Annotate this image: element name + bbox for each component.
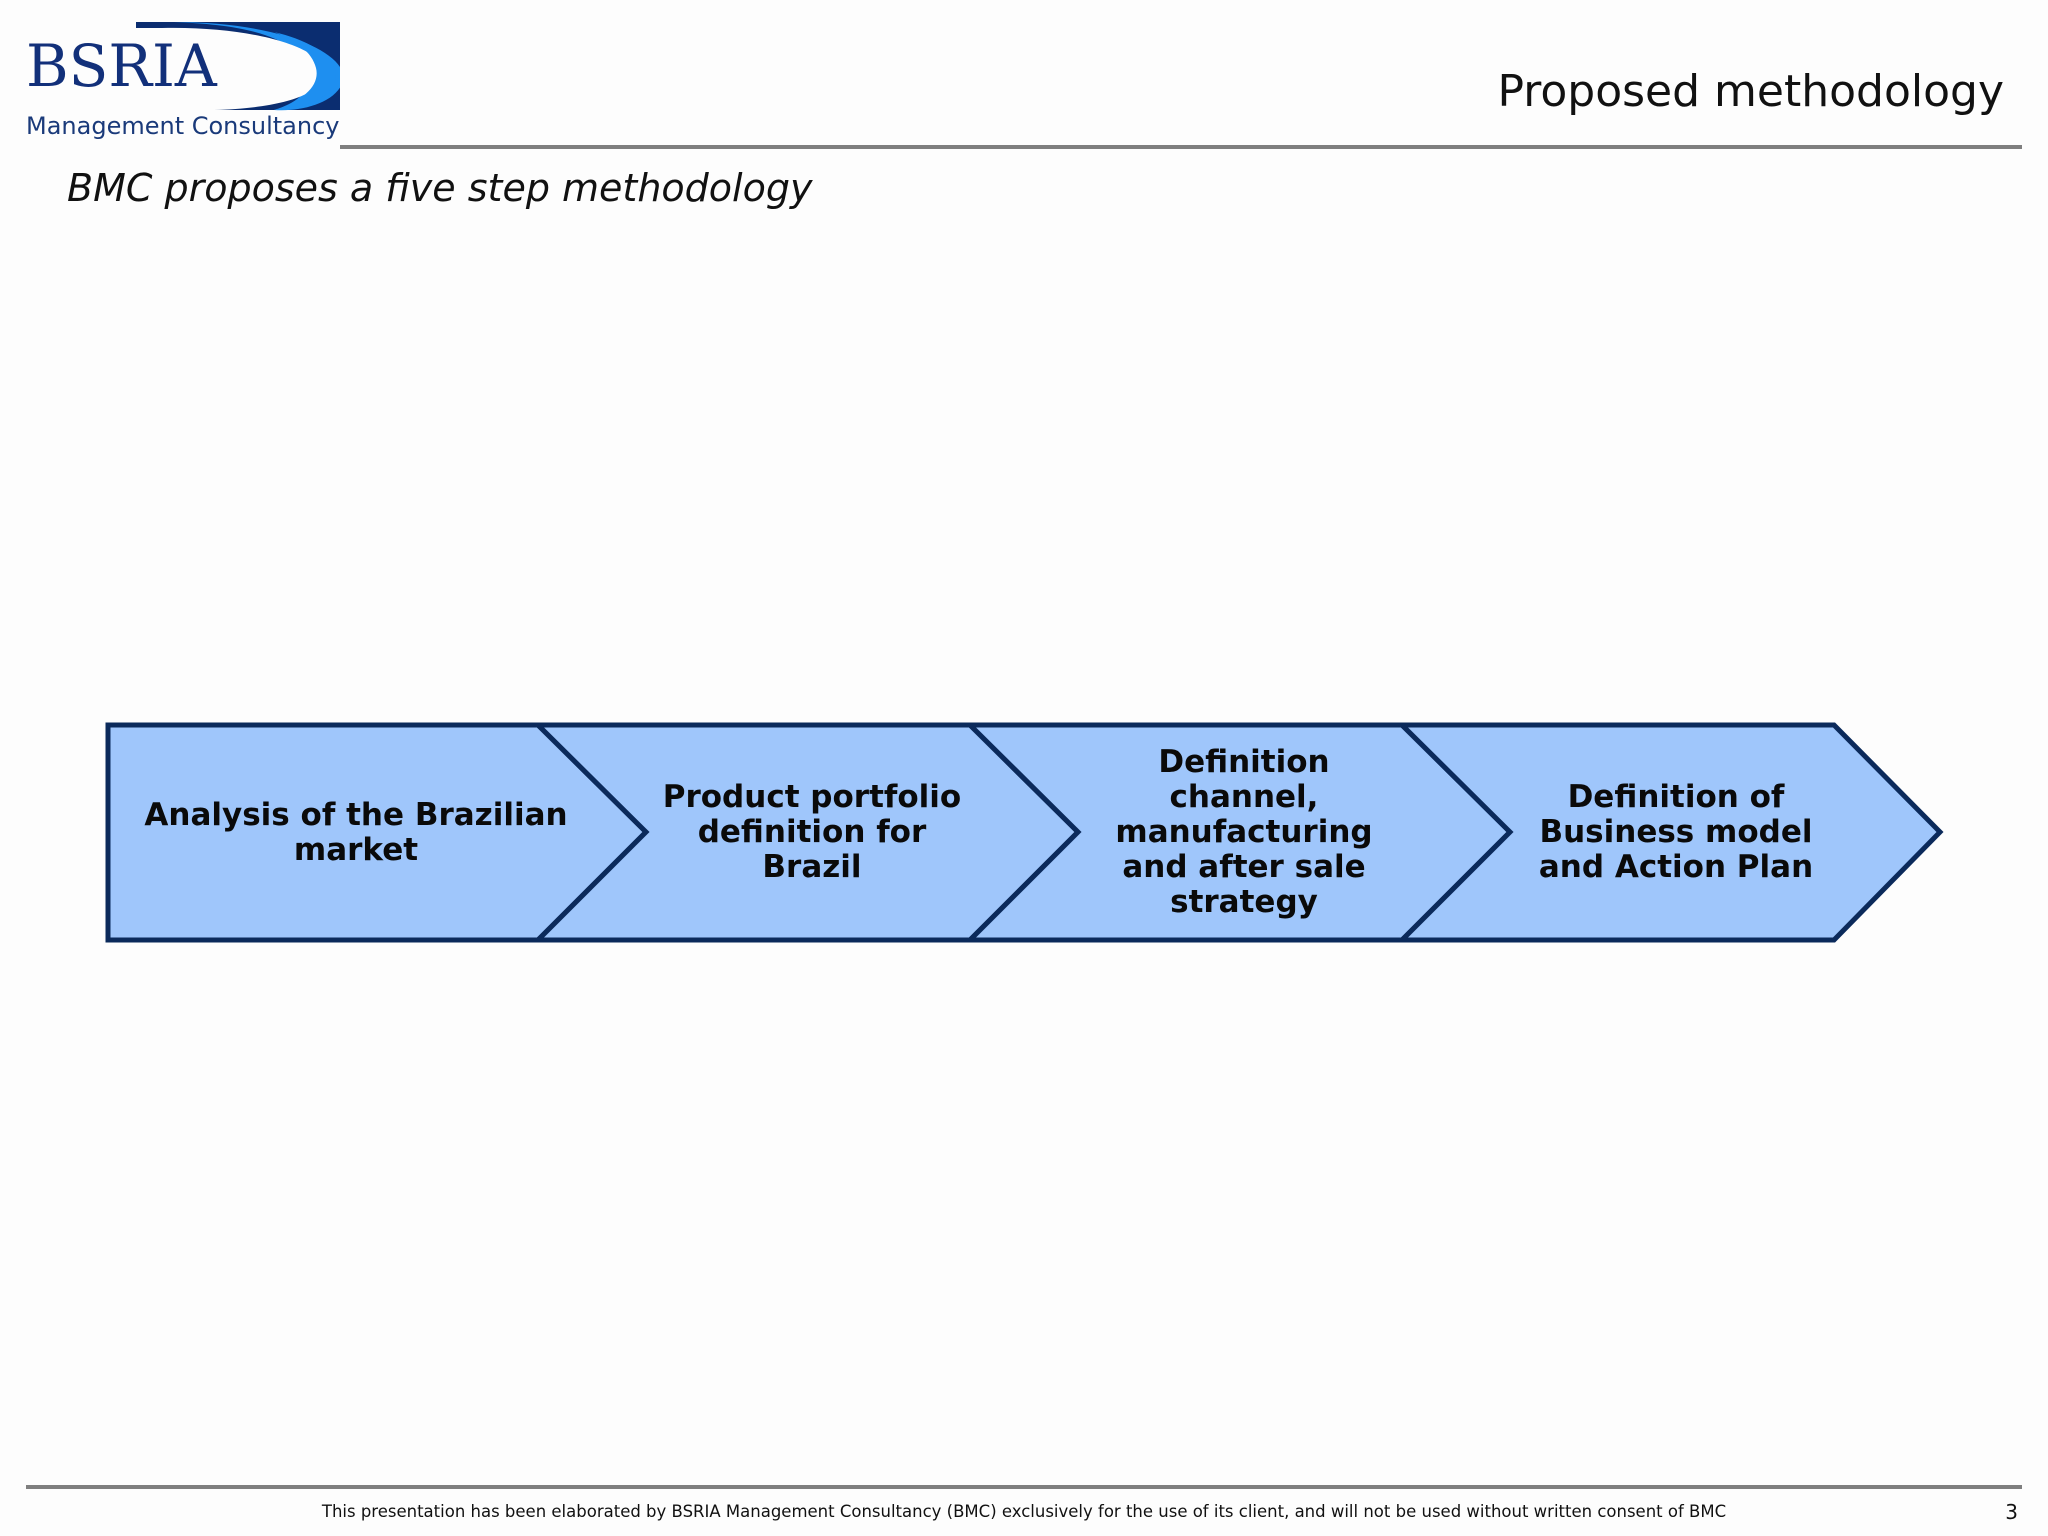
process-step-4-label: Definition of Business model and Action … (1538, 779, 1814, 885)
logo-wordmark: BSRIA (26, 32, 218, 100)
footer-divider (26, 1485, 2022, 1489)
process-step-1-label: Analysis of the Brazilian market (144, 796, 568, 868)
slide-subtitle: BMC proposes a five step methodology (67, 166, 813, 210)
process-step-2-label: Product portfolio definition for Brazil (662, 779, 962, 885)
logo-swoosh-icon: BSRIA (26, 22, 340, 111)
logo-subtitle: Management Consultancy (26, 112, 340, 140)
header-divider (340, 145, 2022, 149)
page-title: Proposed methodology (1497, 66, 2004, 117)
footer-disclaimer: This presentation has been elaborated by… (321, 1502, 1727, 1521)
bsria-logo: BSRIA Management Consultancy (24, 22, 340, 148)
page-number: 3 (2005, 1500, 2018, 1524)
process-step-3-label: Definition channel, manufacturing and af… (1115, 744, 1373, 920)
